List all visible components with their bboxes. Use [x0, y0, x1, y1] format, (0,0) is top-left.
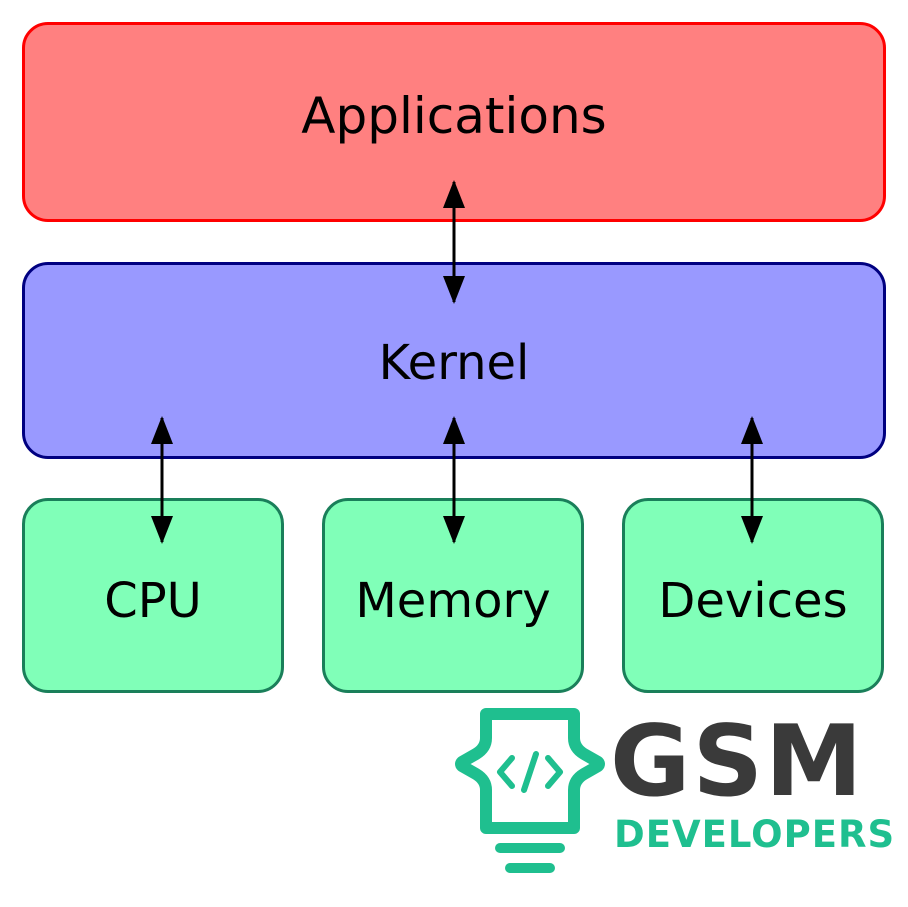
gsm-developers-logo: GSM DEVELOPERS — [610, 713, 900, 883]
cpu-label: CPU — [104, 573, 202, 629]
devices-label: Devices — [658, 573, 848, 629]
applications-label: Applications — [301, 87, 607, 145]
logo-name: GSM — [610, 705, 865, 819]
arrowheads — [151, 180, 763, 544]
logo-tagline: DEVELOPERS — [614, 813, 896, 856]
kernel-label: Kernel — [378, 335, 530, 391]
memory-label: Memory — [355, 573, 551, 629]
code-bulb-icon — [455, 708, 605, 873]
cpu-box: CPU — [22, 498, 284, 693]
